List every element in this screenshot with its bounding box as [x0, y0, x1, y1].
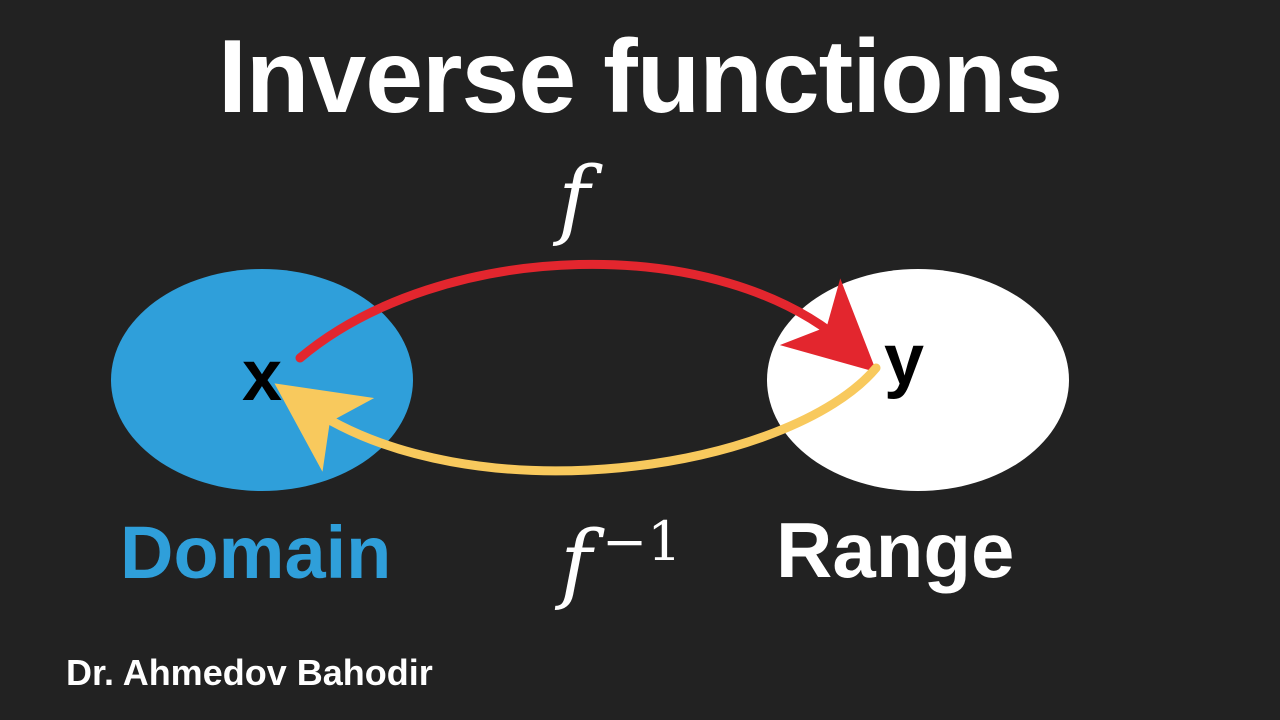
inverse-function-base: f: [554, 513, 605, 613]
author-credit: Dr. Ahmedov Bahodir: [66, 652, 433, 693]
domain-variable-x: x: [242, 336, 282, 416]
domain-label: Domain: [120, 511, 392, 594]
inverse-function-label: f: [554, 513, 605, 613]
inverse-arrow-f-inverse: [274, 363, 881, 476]
forward-function-label: f: [552, 149, 603, 249]
forward-arrow-f: [295, 259, 877, 373]
inverse-function-exponent: −1: [602, 510, 682, 573]
page-title: Inverse functions: [217, 19, 1063, 135]
range-label: Range: [776, 506, 1015, 594]
range-variable-y: y: [884, 320, 924, 400]
